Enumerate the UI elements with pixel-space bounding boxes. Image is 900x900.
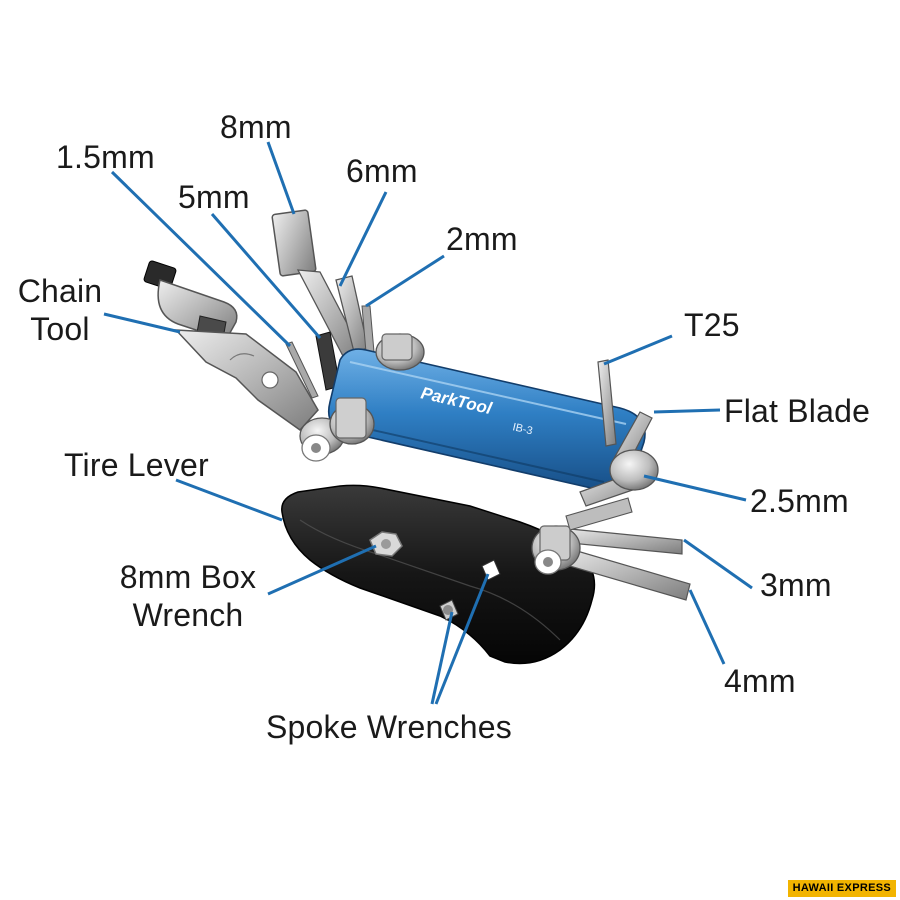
- label-1.5mm: 1.5mm: [56, 139, 155, 175]
- leader-tire-lever: [175, 478, 283, 522]
- leader-spoke-1: [430, 611, 454, 705]
- tool-body: ParkTool IB-3: [327, 348, 646, 493]
- label-t25: T25: [684, 307, 740, 343]
- label-box-wrench-line2: Wrench: [132, 597, 244, 633]
- leader-spoke-2: [434, 573, 490, 705]
- label-chain-tool-line1: Chain: [17, 273, 103, 309]
- label-chain-tool-line2: Tool: [30, 311, 90, 347]
- leader-chain-tool: [103, 312, 181, 334]
- chain-tool: [143, 260, 319, 431]
- leader-flat-blade: [653, 408, 721, 414]
- leader-6mm: [338, 191, 388, 287]
- leader-lines: [103, 141, 753, 705]
- leader-8mm: [266, 141, 296, 215]
- label-2mm: 2mm: [446, 221, 518, 257]
- label-chain-tool: Chain Tool: [12, 272, 108, 348]
- label-4mm: 4mm: [724, 663, 796, 699]
- leader-1.5mm: [110, 170, 292, 348]
- label-spoke-wrenches: Spoke Wrenches: [266, 709, 512, 745]
- leader-t25: [603, 334, 673, 366]
- upper-pivot-bolt: [375, 333, 425, 371]
- label-6mm: 6mm: [346, 153, 418, 189]
- label-3mm: 3mm: [760, 567, 832, 603]
- label-box-wrench-line1: 8mm Box: [119, 559, 257, 595]
- leader-5mm: [210, 213, 322, 339]
- model-label: IB-3: [511, 421, 533, 437]
- leader-2mm: [365, 254, 445, 308]
- label-box-wrench: 8mm Box Wrench: [106, 558, 270, 634]
- left-pivot-bolt: [299, 397, 375, 462]
- right-pivot-bolts: [531, 449, 659, 575]
- tire-lever-body: [281, 484, 596, 665]
- leader-box-wrench: [267, 544, 377, 596]
- label-5mm: 5mm: [178, 179, 250, 215]
- label-8mm: 8mm: [220, 109, 292, 145]
- leader-4mm: [688, 589, 726, 665]
- label-2.5mm: 2.5mm: [750, 483, 849, 519]
- watermark-badge: HAWAII EXPRESS: [787, 880, 896, 897]
- leader-2.5mm: [643, 474, 747, 502]
- upper-hex-keys: [271, 209, 375, 399]
- label-flat-blade: Flat Blade: [724, 393, 871, 429]
- leader-3mm: [683, 538, 753, 590]
- label-tire-lever: Tire Lever: [64, 447, 209, 483]
